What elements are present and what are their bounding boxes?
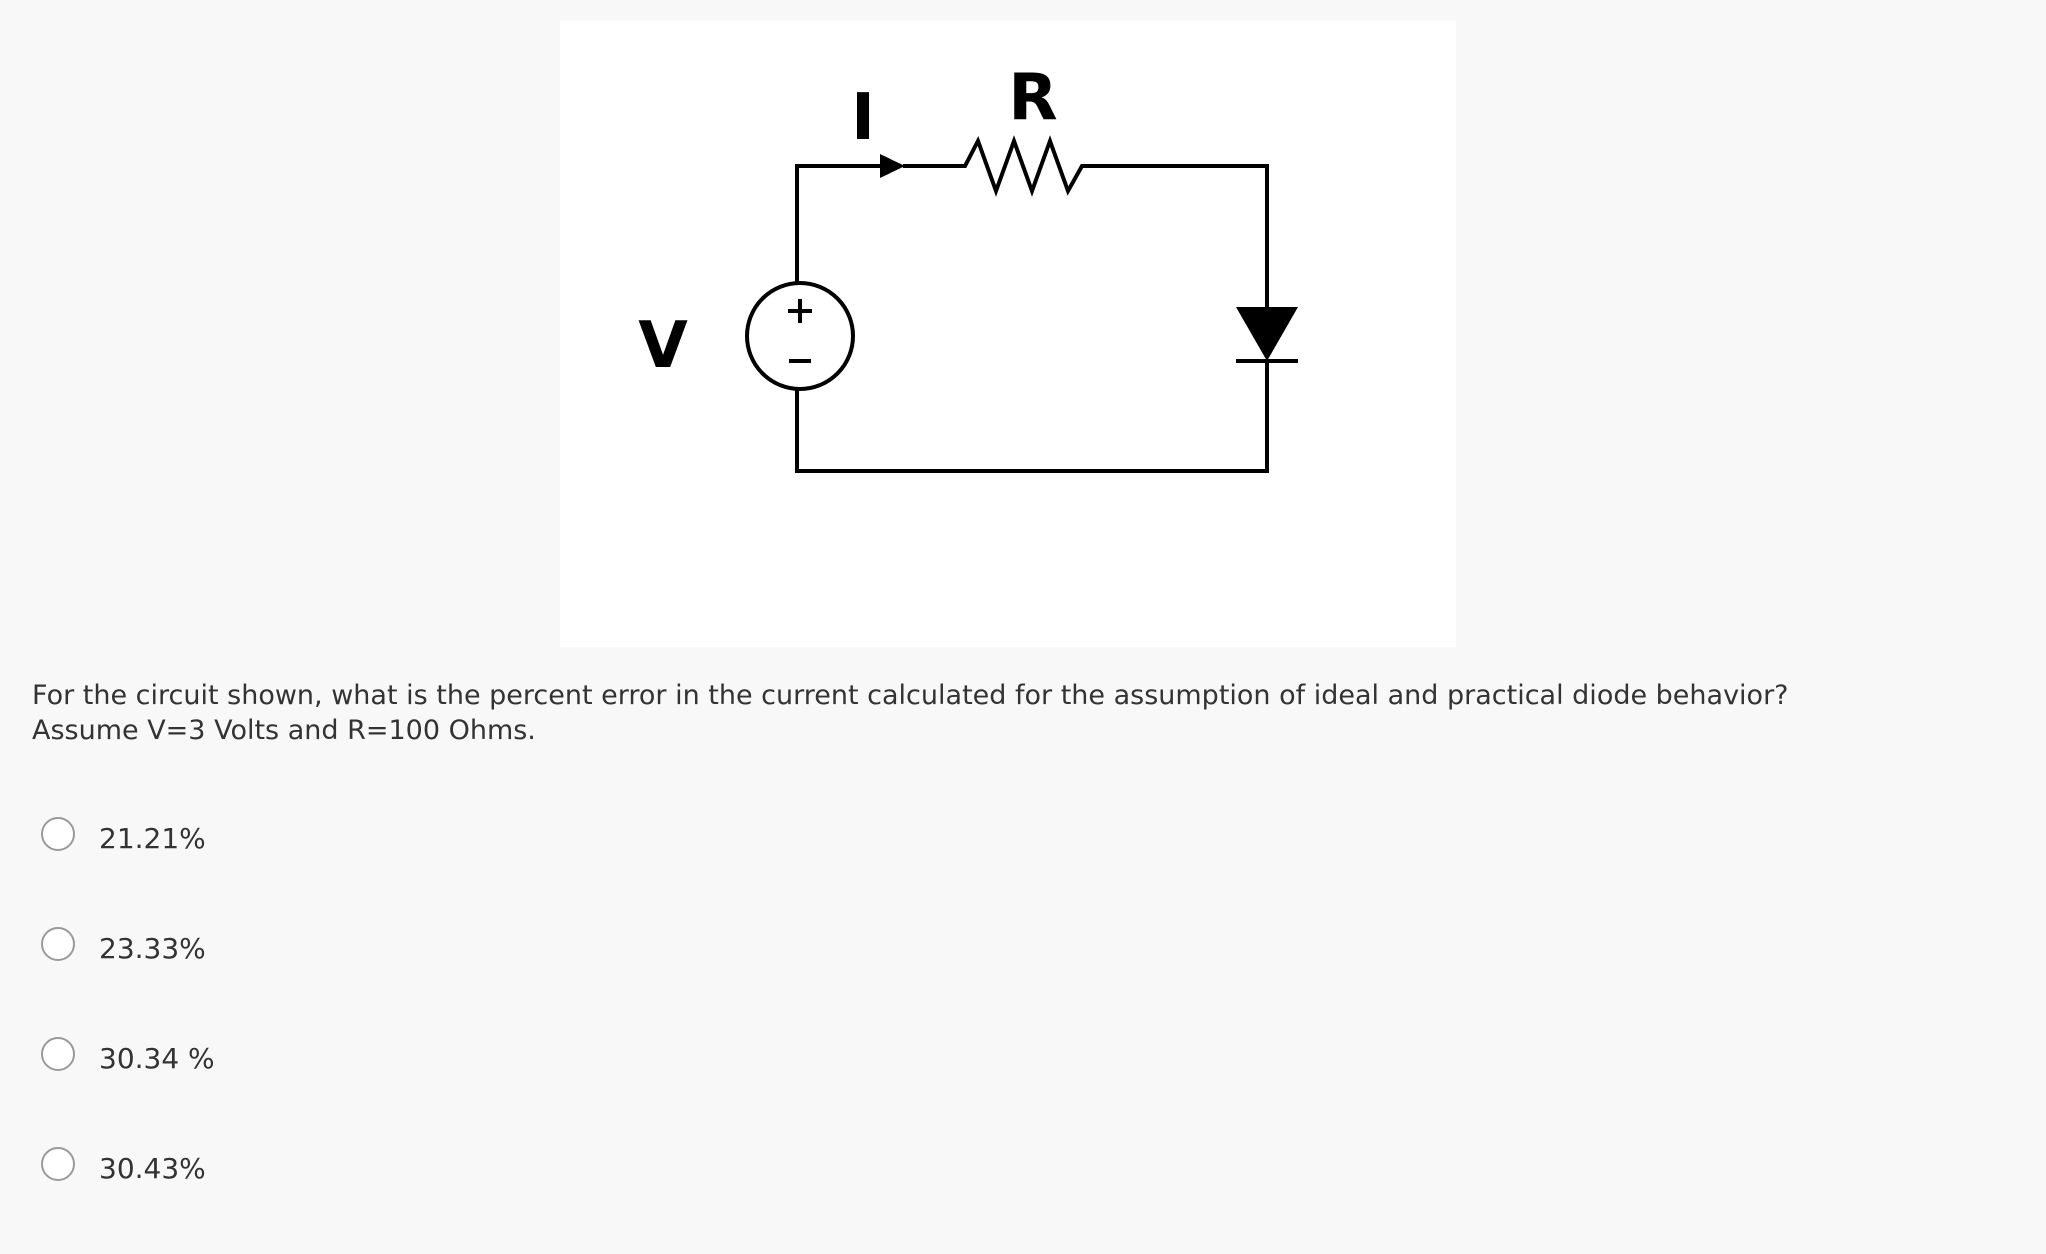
voltage-label: V [638, 309, 688, 383]
question-line-1: For the circuit shown, what is the perce… [32, 680, 1789, 711]
choice-label: 21.21% [99, 822, 206, 855]
current-arrow [880, 154, 905, 178]
voltage-source-symbol [745, 281, 855, 391]
choice-label: 23.33% [99, 932, 206, 965]
circuit-figure: I R V [560, 21, 1456, 647]
radio-button[interactable] [41, 1147, 75, 1181]
question-line-2: Assume V=3 Volts and R=100 Ohms. [32, 715, 536, 746]
radio-button[interactable] [41, 927, 75, 961]
radio-button[interactable] [41, 1037, 75, 1071]
circuit-diagram: I R V [638, 61, 1298, 473]
resistor-symbol [955, 135, 1130, 197]
choice-label: 30.43% [99, 1152, 206, 1185]
question-text: For the circuit shown, what is the perce… [32, 678, 2022, 748]
current-label: I [851, 81, 875, 155]
diode-symbol [1236, 307, 1298, 361]
resistor-label: R [1008, 61, 1057, 135]
radio-button[interactable] [41, 817, 75, 851]
choice-label: 30.34 % [99, 1042, 215, 1075]
